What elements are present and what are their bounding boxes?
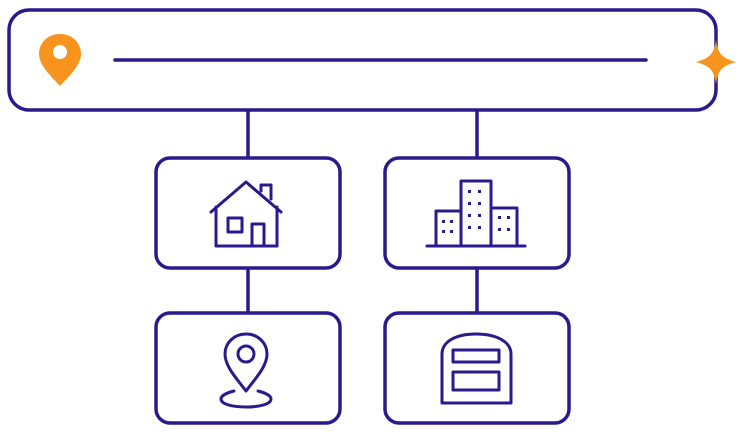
mailbox-icon [440,332,513,405]
sparkle-icon [696,40,736,84]
map-pin-icon [39,34,81,86]
tile-mailbox[interactable] [383,311,571,425]
tile-location[interactable] [154,311,342,425]
tile-buildings[interactable] [383,156,571,270]
tile-frame[interactable] [383,311,571,425]
building-windows [442,190,510,233]
tile-frame[interactable] [383,156,571,270]
tile-house[interactable] [154,156,342,270]
location-pin-icon [219,332,273,409]
search-bar[interactable] [7,8,718,112]
house-icon [209,180,283,248]
buildings-icon [425,179,527,248]
connector-lines [246,110,479,313]
tile-frame[interactable] [154,156,342,270]
tile-frame[interactable] [154,311,342,425]
